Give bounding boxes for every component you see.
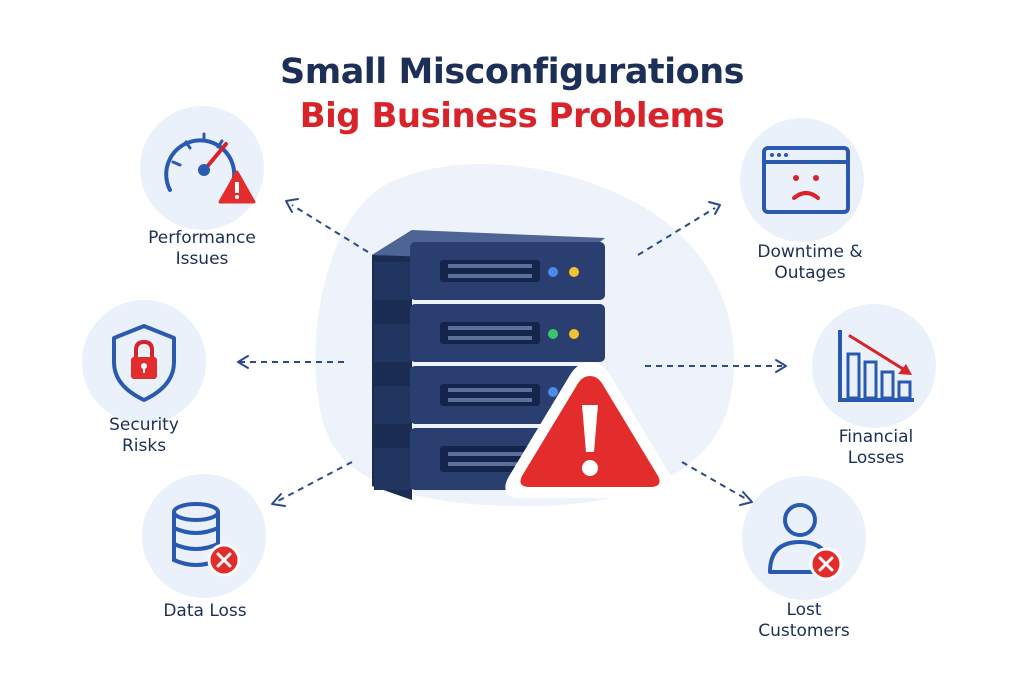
user-x-icon <box>768 503 843 581</box>
sad-browser-icon <box>762 146 850 214</box>
customers-label: Lost Customers <box>758 600 850 641</box>
arrow-performance <box>291 204 369 253</box>
financial-label: Financial Losses <box>838 427 914 468</box>
downtime-label: Downtime & Outages <box>757 242 863 283</box>
performance-label: Performance Issues <box>148 228 256 269</box>
security-label: Security Risks <box>109 415 179 456</box>
shield-lock-icon <box>112 324 176 402</box>
title-line-1: Small Misconfigurations <box>280 52 744 92</box>
performance-circle <box>140 106 264 230</box>
database-x-icon <box>172 502 241 577</box>
downtime-circle <box>740 118 864 242</box>
security-circle <box>82 300 206 424</box>
dataloss-circle <box>142 474 266 598</box>
financial-circle <box>812 304 936 428</box>
arrowhead-downtime <box>708 201 721 215</box>
arrow-downtime <box>637 207 716 256</box>
dataloss-label: Data Loss <box>163 601 247 621</box>
title-line-2: Big Business Problems <box>299 96 725 136</box>
led-blue-3 <box>548 387 558 397</box>
arrow-dataloss <box>275 461 353 503</box>
arrowhead-dataloss <box>271 493 286 507</box>
warning-triangle-icon <box>505 362 675 498</box>
arrowhead-performance <box>285 198 299 213</box>
led-green-2 <box>548 329 558 339</box>
led-yellow-2 <box>569 329 579 339</box>
customers-circle <box>742 476 866 600</box>
declining-chart-icon <box>838 330 914 402</box>
led-blue-1 <box>548 267 558 277</box>
led-yellow-1 <box>569 267 579 277</box>
arrowhead-security <box>237 355 249 369</box>
arrow-customers <box>681 461 749 501</box>
gauge-warning-icon <box>164 132 256 204</box>
server-rack <box>372 230 605 500</box>
arrowhead-financial <box>775 359 787 373</box>
